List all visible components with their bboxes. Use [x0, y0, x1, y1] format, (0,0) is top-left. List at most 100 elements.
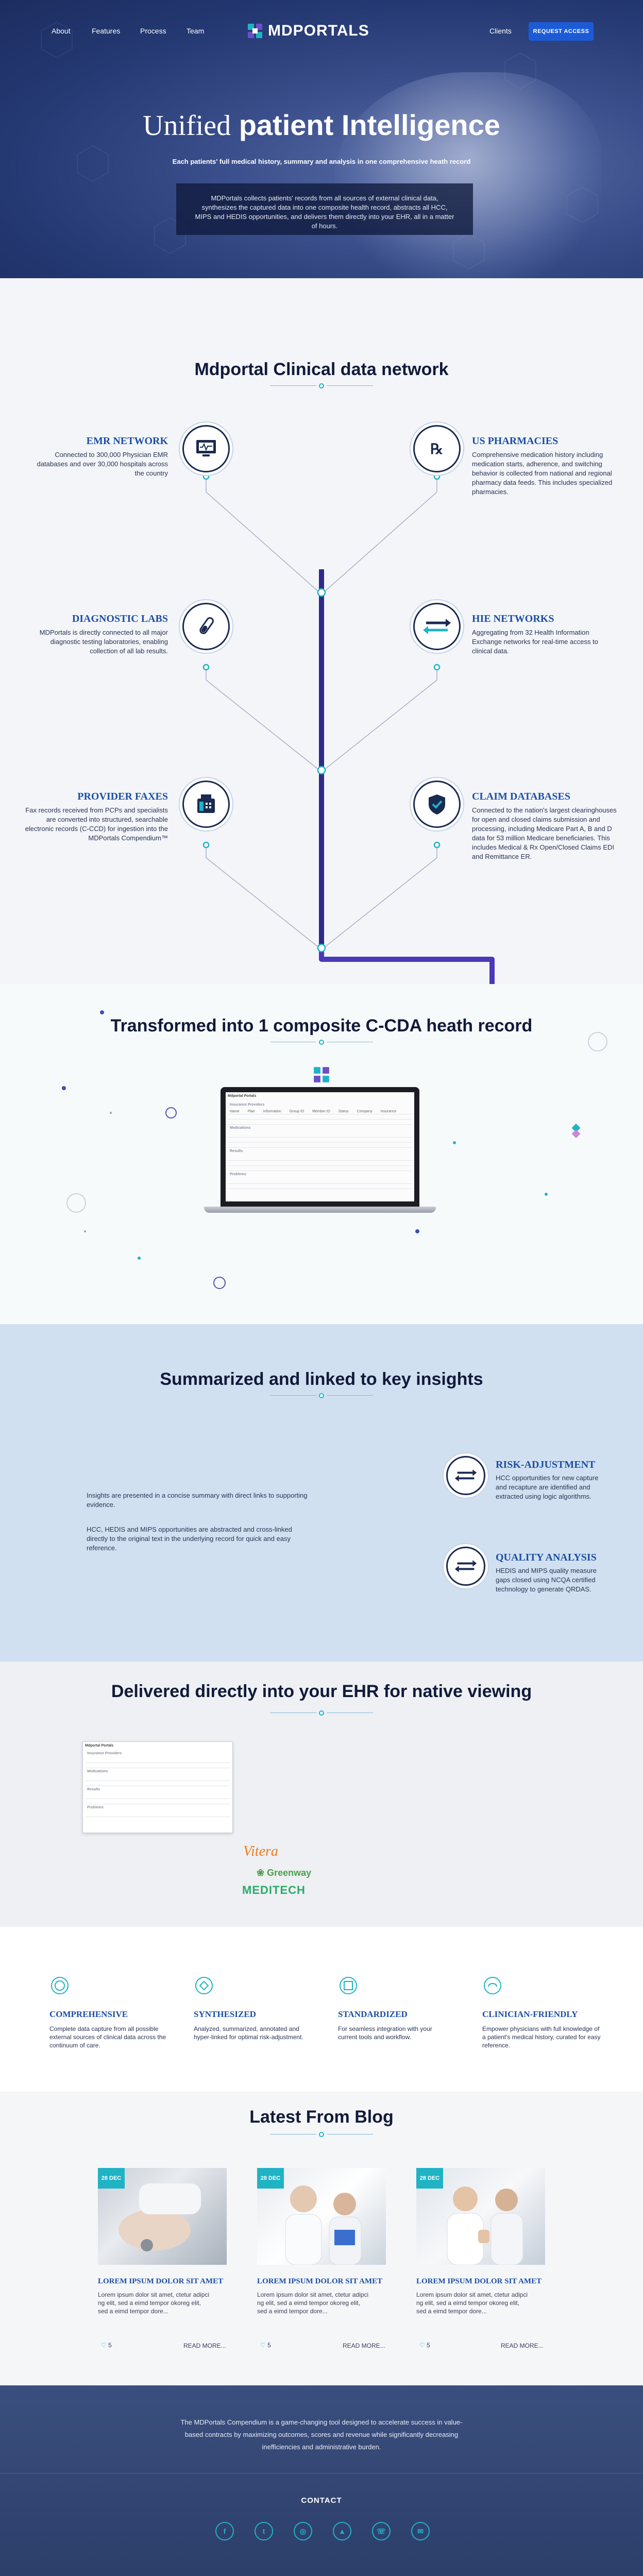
standardized-icon [338, 1975, 359, 1996]
composite-title: Transformed into 1 composite C-CDA heath… [110, 1016, 533, 1036]
col-company: Company [357, 1110, 373, 1113]
likes-count: 5 [108, 2342, 112, 2349]
fax-text: Fax records received from PCPs and speci… [25, 806, 168, 842]
quality-analysis-text: HEDIS and MIPS quality measure gaps clos… [496, 1567, 597, 1593]
nav-process[interactable]: Process [140, 27, 166, 35]
ehr-divider [270, 1710, 373, 1716]
composite-divider [270, 1040, 373, 1045]
nav-clients[interactable]: Clients [489, 27, 512, 35]
fax-icon [197, 794, 215, 813]
insights-divider [270, 1393, 373, 1398]
date-badge: 28 DEC [98, 2168, 125, 2189]
post-excerpt: Lorem ipsum dolor sit amet, ctetur adipc… [416, 2291, 528, 2315]
mdportals-mark-icon [314, 1067, 329, 1082]
claims-text: Connected to the nation's largest cleari… [472, 806, 617, 860]
contact-heading: CONTACT [301, 2496, 342, 2505]
record-section-results: Results [230, 1149, 243, 1153]
claims-title: CLAIM DATABASES [472, 791, 570, 802]
network-divider [270, 383, 373, 388]
hero-title: Unified patient Intelligence [0, 108, 643, 142]
mdportals-logo[interactable]: MDPORTALS [246, 21, 369, 41]
emr-text: Connected to 300,000 Physician EMR datab… [37, 451, 168, 477]
blog-title: Latest From Blog [249, 2107, 394, 2127]
hero-description-box: MDPortals collects patients' records fro… [176, 183, 473, 235]
ehr-section-insurance: Insurance Providers [87, 1752, 122, 1755]
col-status: Status [338, 1110, 349, 1113]
comprehensive-icon [49, 1975, 70, 1996]
features-section [0, 1927, 643, 2092]
heart-icon: ♡ [260, 2342, 266, 2349]
vitera-logo: Vitera [243, 1843, 278, 1859]
read-more-link[interactable]: READ MORE... [501, 2342, 544, 2349]
greenway-logo-text: Greenway [267, 1868, 312, 1878]
fax-title: PROVIDER FAXES [77, 791, 168, 802]
email-icon[interactable]: ✉ [411, 2522, 430, 2540]
meditech-logo: MEDITECH [242, 1884, 306, 1896]
request-access-button[interactable]: REQUEST ACCESS [529, 22, 594, 41]
post-likes[interactable]: ♡ 5 [419, 2342, 430, 2349]
blog-card-image[interactable]: 28 DEC [416, 2168, 545, 2265]
post-likes[interactable]: ♡ 5 [260, 2342, 271, 2349]
doctors-team-photo [285, 2185, 362, 2265]
blog-divider [270, 2132, 373, 2137]
nav-features[interactable]: Features [92, 27, 121, 35]
claims-node [413, 781, 461, 828]
labs-title: DIAGNOSTIC LABS [72, 613, 168, 624]
svg-text:℞: ℞ [430, 441, 443, 457]
instagram-icon[interactable]: ◎ [294, 2522, 312, 2540]
post-title[interactable]: LOREM IPSUM DOLOR SIT AMET [257, 2277, 383, 2285]
pharmacies-title: US PHARMACIES [472, 435, 559, 447]
quality-analysis-title: QUALITY ANALYSIS [496, 1552, 597, 1563]
post-title[interactable]: LOREM IPSUM DOLOR SIT AMET [416, 2277, 542, 2285]
top-nav: About Features Process Team MDPORTALS Cl… [0, 0, 643, 62]
feature-title: COMPREHENSIVE [49, 2009, 128, 2019]
decorative-bubbles [62, 1010, 607, 1289]
date-badge: 28 DEC [416, 2168, 443, 2189]
feature-title: SYNTHESIZED [194, 2009, 256, 2019]
heart-icon: ♡ [101, 2342, 107, 2349]
facebook-icon[interactable]: f [215, 2522, 234, 2540]
insights-section [0, 1324, 643, 1662]
labs-node [182, 603, 230, 650]
computer-icon [196, 440, 216, 456]
insights-paragraph-1: Insights are presented in a concise summ… [87, 1492, 308, 1509]
read-more-link[interactable]: READ MORE... [183, 2342, 226, 2349]
phone-icon[interactable]: ☏ [372, 2522, 391, 2540]
record-section-medications: Medications [230, 1126, 251, 1130]
pharmacies-node: ℞ [413, 425, 461, 472]
logo-text: MDPORTALS [268, 22, 369, 39]
clinician-friendly-icon [482, 1975, 503, 1996]
risk-adjustment-title: RISK-ADJUSTMENT [496, 1459, 596, 1470]
ehr-title: Delivered directly into your EHR for nat… [111, 1682, 532, 1701]
doctors-thumbs-up-photo [447, 2187, 523, 2265]
labs-text: MDPortals is directly connected to all m… [39, 629, 168, 655]
nav-about[interactable]: About [52, 27, 71, 35]
location-icon[interactable]: ▲ [333, 2522, 351, 2540]
likes-count: 5 [267, 2342, 271, 2349]
hero-section: About Features Process Team MDPORTALS Cl… [0, 0, 643, 278]
heart-icon: ♡ [419, 2342, 425, 2349]
post-excerpt: Lorem ipsum dolor sit amet, ctetur adipc… [257, 2291, 369, 2315]
risk-adjustment-text: HCC opportunities for new capture and re… [496, 1474, 599, 1500]
read-more-link[interactable]: READ MORE... [343, 2342, 385, 2349]
nav-team[interactable]: Team [187, 27, 205, 35]
col-information: Information [263, 1110, 281, 1113]
post-title[interactable]: LOREM IPSUM DOLOR SIT AMET [98, 2277, 224, 2285]
twitter-icon[interactable]: t [255, 2522, 273, 2540]
ehr-section-medications: Medications [87, 1770, 108, 1773]
col-member-id: Member ID [312, 1110, 330, 1113]
record-section-problems: Problems [230, 1173, 246, 1176]
ehr-section-problems: Problems [87, 1806, 104, 1809]
col-insurance: Insurance [380, 1110, 397, 1113]
hie-title: HIE NETWORKS [472, 613, 554, 624]
post-likes[interactable]: ♡ 5 [101, 2342, 112, 2349]
blog-card-image[interactable]: 28 DEC [257, 2168, 386, 2265]
laptop-record-preview: Mdportal Portals Insurance Providers Nam… [204, 1087, 436, 1221]
feature-title: CLINICIAN-FRIENDLY [482, 2009, 578, 2019]
greenway-leaf-icon: ❀ [257, 1868, 267, 1878]
feature-text: Empower physicians with full knowledge o… [482, 2025, 601, 2049]
feature-text: For seamless integration with your curre… [338, 2025, 432, 2041]
blog-card-image[interactable]: 28 DEC [98, 2168, 227, 2265]
date-badge: 28 DEC [257, 2168, 284, 2189]
feature-title: STANDARDIZED [338, 2009, 408, 2019]
